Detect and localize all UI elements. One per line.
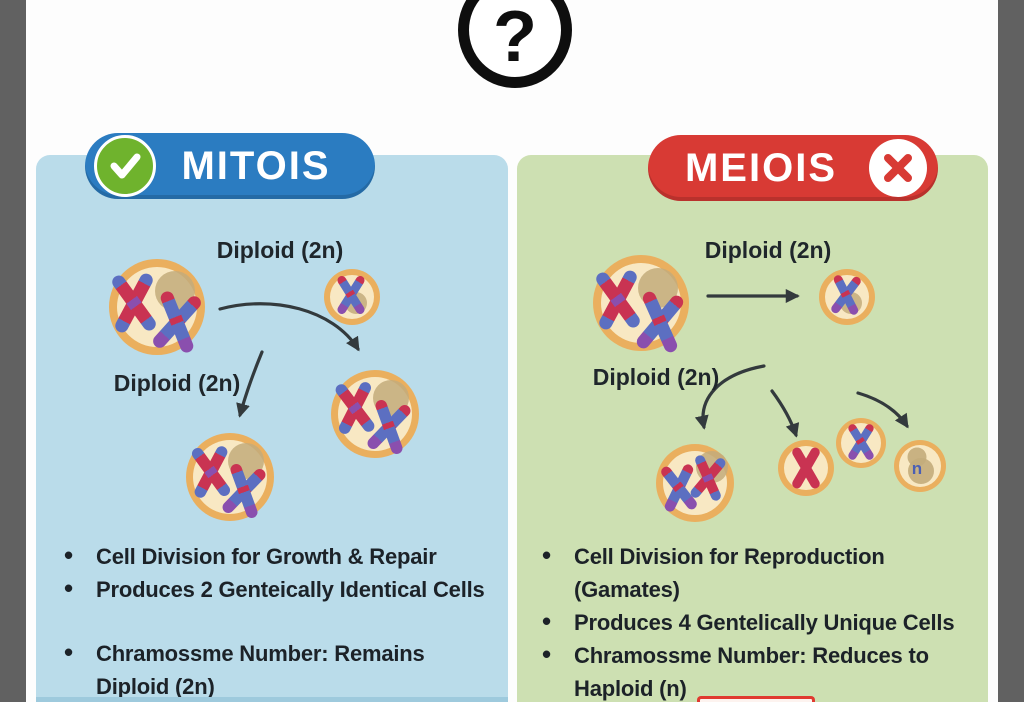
bullet-item-continuation: (Gamates): [574, 577, 680, 602]
bullet-item-continuation: Diploid (2n): [96, 674, 215, 699]
x-glyph: [884, 154, 912, 182]
left-frame-bar: [0, 0, 26, 702]
meiosis-bullet-list: Cell Division for Reproduction (Gamates)…: [540, 539, 988, 702]
bullet-item: Chramossme Number: Reduces to: [540, 638, 988, 672]
mitosis-header-pill: MITOIS: [85, 133, 375, 199]
right-frame-bar: [998, 0, 1024, 702]
bullet-item: Cell Division for Growth & Repair: [62, 539, 510, 573]
bullet-item: Produces 2 Genteically Identical Cells: [62, 572, 510, 606]
check-glyph: [110, 153, 141, 179]
mitosis-bottom-band: [36, 697, 508, 702]
meiosis-bottom-box: [697, 696, 815, 702]
bullet-item: Cell Division for Reproduction: [540, 539, 988, 573]
meiosis-diploid-mid-label: Diploid (2n): [592, 364, 720, 390]
meiosis-title: MEIOIS: [684, 146, 838, 190]
question-badge: ?: [458, 0, 572, 88]
bullet-item-continuation: Haploid (n): [574, 676, 687, 701]
mitosis-bullet-list: Cell Division for Growth & Repair Produc…: [62, 539, 510, 702]
bullet-item: Chramossme Number: Remains: [62, 636, 510, 670]
bullet-item: Produces 4 Gentelically Unique Cells: [540, 605, 988, 639]
mitosis-title: MITOIS: [181, 144, 331, 188]
mitosis-diploid-mid-label: Diploid (2n): [113, 370, 241, 396]
meiosis-header-pill: MEIOIS: [648, 135, 938, 201]
mitosis-diploid-top-label: Diploid (2n): [216, 237, 344, 263]
meiosis-diploid-top-label: Diploid (2n): [704, 237, 832, 263]
mitosis-panel: [36, 155, 508, 702]
x-icon: [869, 139, 927, 197]
question-icon: ?: [493, 0, 537, 77]
check-icon: [94, 135, 156, 197]
